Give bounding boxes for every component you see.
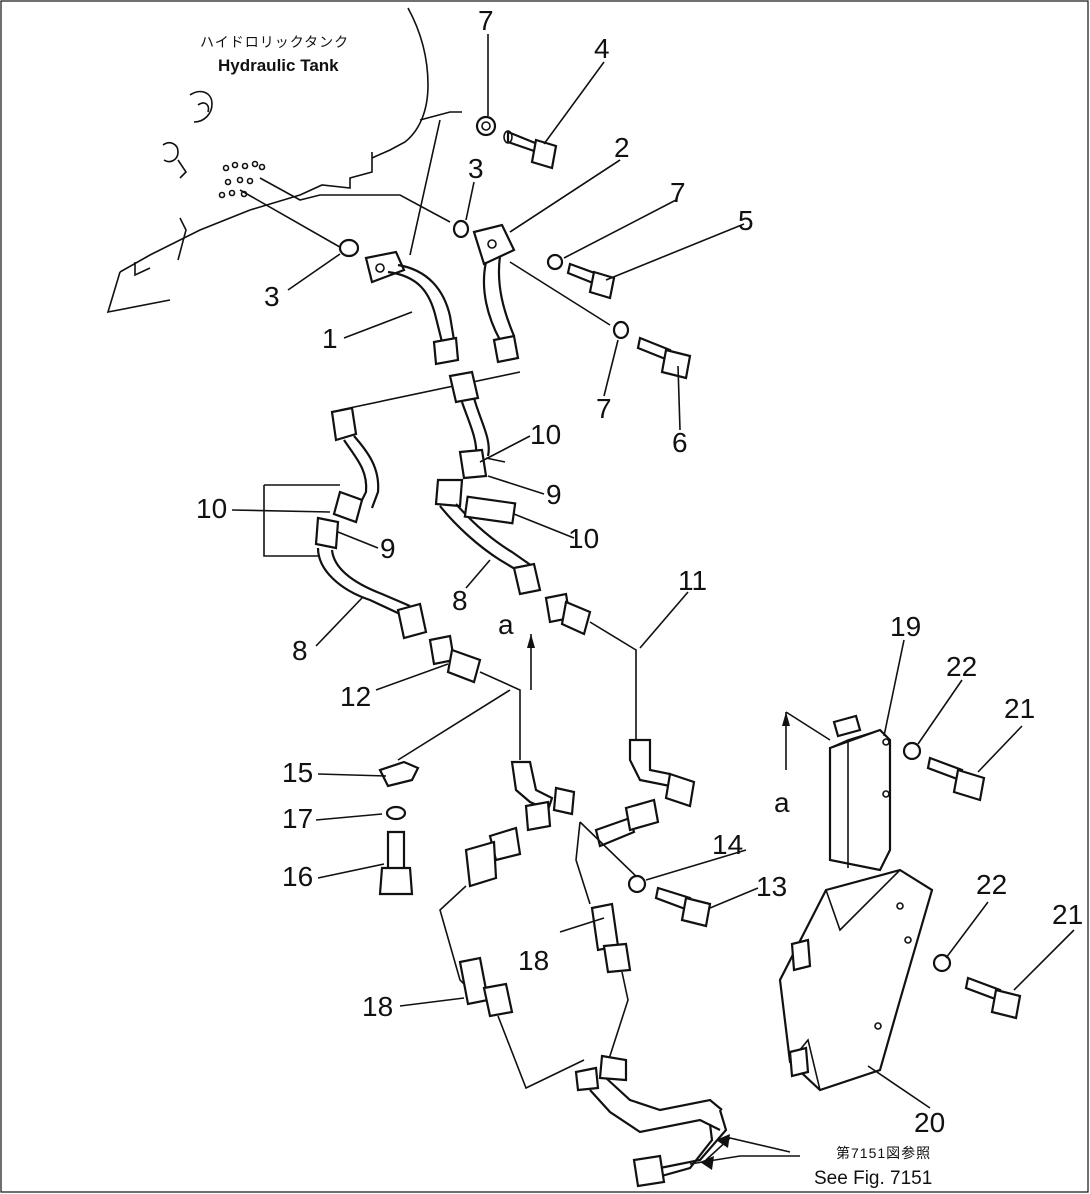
callout-9-right: 9 xyxy=(546,479,562,510)
washer-7-middle xyxy=(546,253,564,271)
callout-19: 19 xyxy=(890,611,921,642)
clamp-15 xyxy=(378,689,511,788)
tube-11 xyxy=(544,592,696,808)
bolt-21-lower xyxy=(964,976,1022,1020)
hydraulic-tank xyxy=(106,7,451,314)
bolt-13 xyxy=(654,886,712,928)
washer-22-upper xyxy=(902,741,922,761)
bolt-4 xyxy=(503,130,558,170)
lower-pipe-assembly xyxy=(574,1054,800,1188)
callout-9-left: 9 xyxy=(380,533,396,564)
callout-10-right-top: 10 xyxy=(530,419,561,450)
title-english: Hydraulic Tank xyxy=(218,56,339,75)
callout-10-left: 10 xyxy=(196,493,227,524)
callout-3-lower: 3 xyxy=(264,281,280,312)
callout-11: 11 xyxy=(678,565,707,596)
washer-7-upper xyxy=(475,115,497,137)
callout-7-bottom: 7 xyxy=(596,393,612,424)
bolt-5 xyxy=(566,262,616,300)
o-ring-3-right xyxy=(452,219,470,239)
callout-10-right-bottom: 10 xyxy=(568,523,599,554)
hose-assembly-left xyxy=(263,371,521,640)
callout-7-top: 7 xyxy=(478,5,494,36)
callout-16: 16 xyxy=(282,861,313,892)
callout-12: 12 xyxy=(340,681,371,712)
callout-17: 17 xyxy=(282,803,313,834)
arrow-a-label-right: a xyxy=(774,787,790,818)
tube-2 xyxy=(472,159,621,364)
washer-22-lower xyxy=(932,953,952,973)
callout-15: 15 xyxy=(282,757,313,788)
callout-6: 6 xyxy=(672,427,688,458)
arrow-a-right xyxy=(782,712,790,726)
callout-21-lower: 21 xyxy=(1052,899,1083,930)
reference-japanese: 第7151図参照 xyxy=(836,1145,931,1161)
callout-20: 20 xyxy=(914,1107,945,1138)
reference-english: See Fig. 7151 xyxy=(814,1168,932,1189)
bolt-16 xyxy=(378,830,414,896)
washer-14 xyxy=(627,874,647,894)
callout-18-left: 18 xyxy=(362,991,393,1022)
callout-22-lower: 22 xyxy=(976,869,1007,900)
o-ring-3-left xyxy=(338,238,360,258)
bracket-19 xyxy=(785,711,892,872)
hose-18-left xyxy=(439,826,585,1090)
callout-7-middle: 7 xyxy=(670,177,686,208)
arrow-a-left xyxy=(527,634,535,690)
tube-12 xyxy=(428,634,576,832)
washer-17 xyxy=(385,805,407,821)
title-japanese: ハイドロリックタンク xyxy=(200,34,349,50)
callout-8-left: 8 xyxy=(292,635,308,666)
hose-assembly-right xyxy=(434,370,542,596)
callout-18-right: 18 xyxy=(518,945,549,976)
tube-1 xyxy=(364,111,462,366)
arrow-a-label-left: a xyxy=(498,609,514,640)
hose-18-right xyxy=(575,821,632,1063)
leader-lines xyxy=(231,34,1075,1109)
cover-20 xyxy=(778,868,934,1092)
callout-1: 1 xyxy=(322,323,338,354)
washer-7-lower xyxy=(612,320,630,340)
bolt-21-upper xyxy=(926,756,986,802)
callout-2: 2 xyxy=(614,132,630,163)
callout-5: 5 xyxy=(738,205,754,236)
elbow-fitting xyxy=(579,798,660,881)
callout-3-upper: 3 xyxy=(468,153,484,184)
callout-21-upper: 21 xyxy=(1004,693,1035,724)
callout-22-upper: 22 xyxy=(946,651,977,682)
callout-4: 4 xyxy=(594,33,610,64)
callout-8-right: 8 xyxy=(452,585,468,616)
callout-13: 13 xyxy=(756,871,787,902)
bolt-6 xyxy=(636,336,692,380)
callout-14: 14 xyxy=(712,829,743,860)
